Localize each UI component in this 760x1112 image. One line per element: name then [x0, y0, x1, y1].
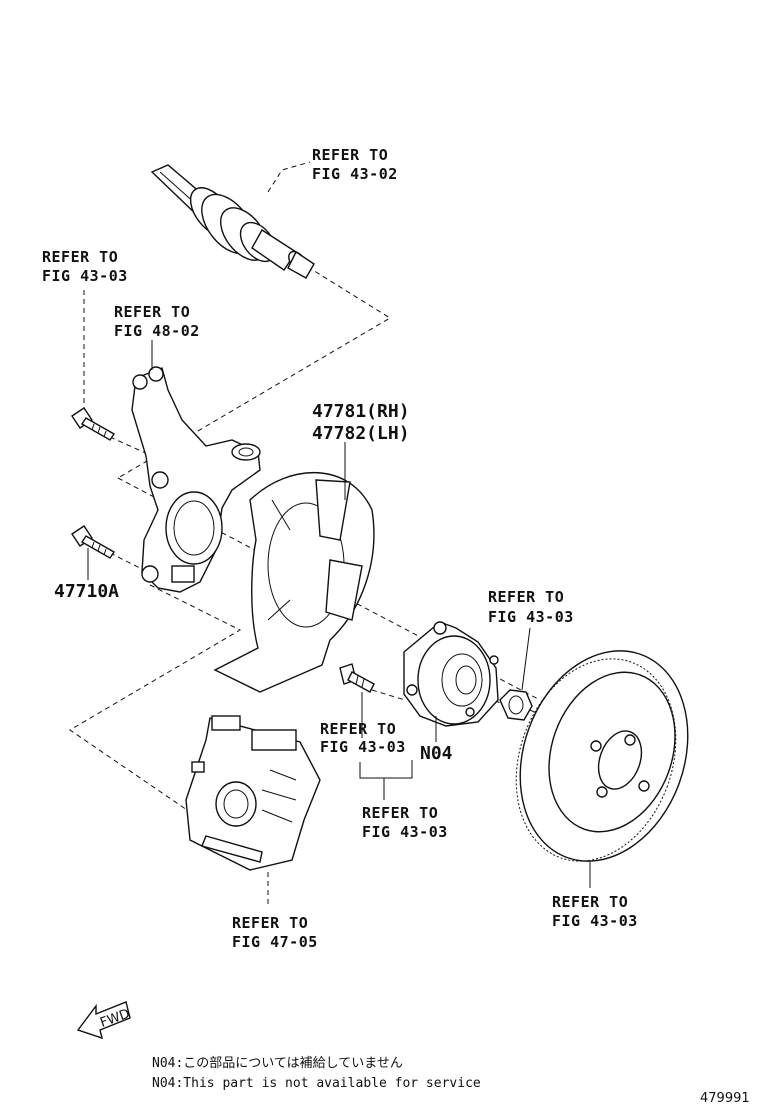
label-refer-knuckle-line2: FIG 48-02: [114, 322, 200, 340]
fwd-arrow-label: FWD: [98, 1006, 132, 1030]
drive-shaft: [150, 164, 315, 279]
label-refer-disc-line2: FIG 43-03: [552, 912, 638, 930]
steering-knuckle: [131, 366, 261, 593]
label-refer-nut-line2: FIG 43-03: [488, 608, 574, 626]
label-refer-knuckle-line1: REFER TO: [114, 303, 190, 321]
axle-hub-n04: [403, 621, 499, 727]
label-hub-code: N04: [420, 743, 453, 764]
label-lower-bolt: 47710A: [54, 581, 119, 602]
label-refer-drive-shaft-line2: FIG 43-02: [312, 165, 398, 183]
label-refer-hub-line1: REFER TO: [362, 804, 438, 822]
fwd-arrow-icon: FWD: [76, 1001, 132, 1040]
hub-bolt: [339, 663, 375, 693]
label-refer-drive-shaft-line1: REFER TO: [312, 146, 388, 164]
label-refer-upper-bolt-line1: REFER TO: [42, 248, 118, 266]
lower-knuckle-bolt-47710a: [71, 525, 115, 559]
leader-lines: [83, 161, 591, 908]
label-refer-nut-line1: REFER TO: [488, 588, 564, 606]
label-dust-cover-lh: 47782(LH): [312, 423, 410, 444]
label-refer-upper-bolt-line2: FIG 43-03: [42, 267, 128, 285]
disc-brake-dust-cover: [213, 471, 375, 693]
label-refer-disc-line1: REFER TO: [552, 893, 628, 911]
hub-nut: [499, 689, 533, 721]
label-refer-caliper-line2: FIG 47-05: [232, 933, 318, 951]
note-n04-japanese: N04:この部品については補給していません: [152, 1056, 403, 1071]
figure-number: 479991: [700, 1091, 750, 1106]
brake-caliper: [185, 715, 321, 871]
brake-disc: [515, 650, 689, 862]
label-refer-hub-bolt-line1: REFER TO: [320, 720, 396, 738]
label-refer-caliper-line1: REFER TO: [232, 914, 308, 932]
label-dust-cover-rh: 47781(RH): [312, 401, 410, 422]
label-refer-hub-bolt-line2: FIG 43-03: [320, 738, 406, 756]
upper-knuckle-bolt: [71, 407, 115, 441]
note-n04-english: N04:This part is not available for servi…: [152, 1076, 481, 1091]
label-refer-hub-line2: FIG 43-03: [362, 823, 448, 841]
